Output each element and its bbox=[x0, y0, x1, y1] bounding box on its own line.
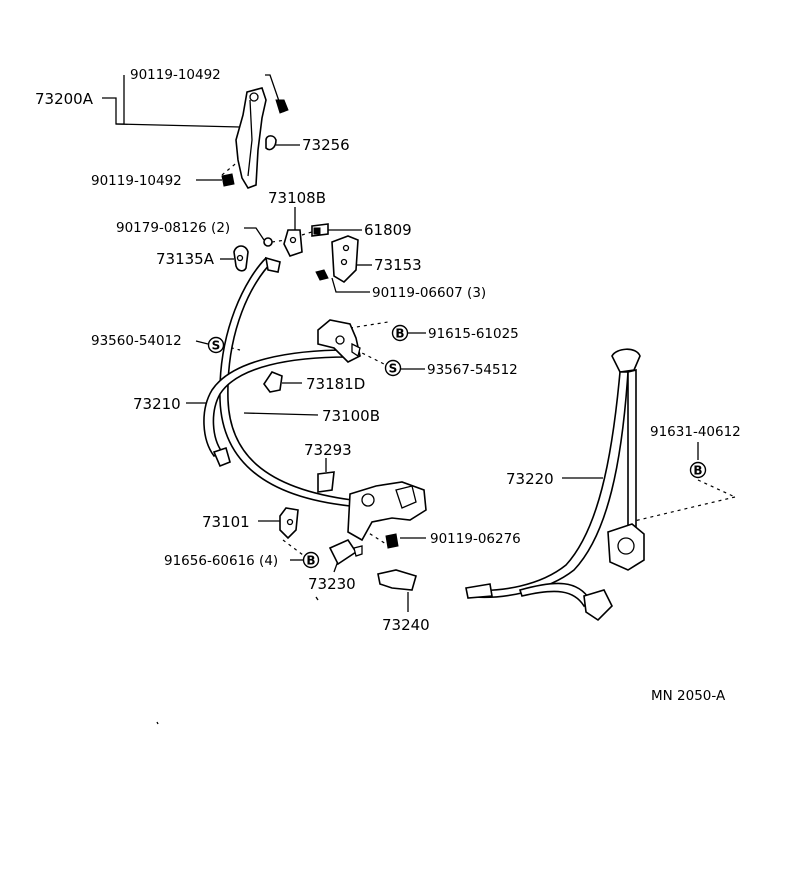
label-90119-10492-bottom: 90119-10492 bbox=[91, 173, 182, 189]
bolt-90119-10492-bottom bbox=[221, 173, 235, 187]
bolt-90119-06276 bbox=[385, 533, 399, 549]
label-73100b: 73100B bbox=[322, 407, 380, 425]
leader-lines bbox=[102, 74, 736, 725]
label-73108b: 73108B bbox=[268, 189, 326, 207]
guide-73135a bbox=[233, 245, 249, 272]
label-73135a: 73135A bbox=[156, 250, 215, 268]
marker-letter: S bbox=[212, 339, 221, 353]
marker-letter: S bbox=[389, 362, 398, 376]
label-73293: 73293 bbox=[304, 441, 352, 459]
label-90119-10492-top: 90119-10492 bbox=[130, 67, 221, 83]
marker-s-93567-54512: S bbox=[384, 359, 402, 377]
clip-61809 bbox=[311, 223, 329, 237]
marker-letter: B bbox=[306, 554, 315, 568]
bolt-90119-10492-top bbox=[275, 99, 289, 114]
bracket-73153 bbox=[331, 235, 359, 284]
label-73101: 73101 bbox=[202, 513, 250, 531]
label-91631-40612: 91631-40612 bbox=[650, 424, 741, 440]
buckle-73240 bbox=[377, 569, 417, 591]
label-73240: 73240 bbox=[382, 616, 430, 634]
label-90119-06607: 90119-06607 (3) bbox=[372, 285, 486, 301]
marker-b-91656-60616: B bbox=[302, 551, 320, 569]
plate-73181d bbox=[263, 371, 283, 393]
marker-b-91615-61025: B bbox=[391, 324, 409, 342]
plate-73108b bbox=[283, 229, 303, 257]
diagram-code: MN 2050-A bbox=[651, 688, 726, 704]
marker-letter: B bbox=[395, 327, 404, 341]
marker-b-91631-40612: B bbox=[689, 461, 707, 479]
label-91615-61025: 91615-61025 bbox=[428, 326, 519, 342]
retractor-upper bbox=[317, 319, 361, 363]
label-90119-06276: 90119-06276 bbox=[430, 531, 521, 547]
label-73220: 73220 bbox=[506, 470, 554, 488]
cover-73256 bbox=[265, 135, 277, 151]
belt-73210 bbox=[203, 349, 349, 468]
label-93560-54012: 93560-54012 bbox=[91, 333, 182, 349]
retractor-lower bbox=[347, 481, 427, 542]
upper-anchor-73200a bbox=[235, 87, 267, 189]
bolt-90119-06607 bbox=[315, 269, 329, 281]
label-73153: 73153 bbox=[374, 256, 422, 274]
marker-letter: B bbox=[693, 464, 702, 478]
label-73200a: 73200A bbox=[35, 90, 94, 108]
buckle-73230 bbox=[328, 538, 363, 566]
label-73210: 73210 bbox=[133, 395, 181, 413]
label-73181d: 73181D bbox=[306, 375, 365, 393]
label-93567-54512: 93567-54512 bbox=[427, 362, 518, 378]
nut-90179-08126 bbox=[263, 237, 273, 247]
label-73230: 73230 bbox=[308, 575, 356, 593]
label-90179-08126: 90179-08126 (2) bbox=[116, 220, 230, 236]
marker-s-93560-54012: S bbox=[207, 336, 225, 354]
anchor-73101 bbox=[279, 507, 299, 540]
belt-73220 bbox=[465, 348, 645, 622]
clip-73293 bbox=[317, 471, 335, 493]
label-73256: 73256 bbox=[302, 136, 350, 154]
label-61809: 61809 bbox=[364, 221, 412, 239]
label-91656-60616: 91656-60616 (4) bbox=[164, 553, 278, 569]
